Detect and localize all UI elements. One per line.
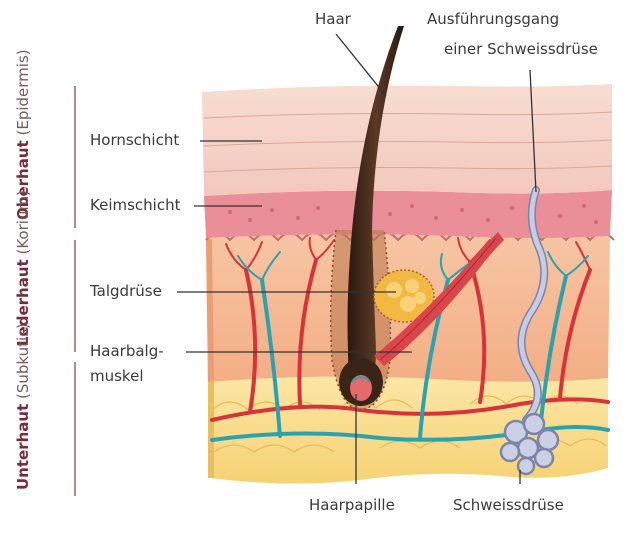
label-ausfuehrungsgang-1: Ausführungsgang — [427, 10, 559, 28]
label-haarpapille: Haarpapille — [309, 496, 395, 514]
hornschicht-layer — [202, 84, 612, 196]
label-talgdruese: Talgdrüse — [90, 282, 162, 300]
label-keimschicht: Keimschicht — [90, 196, 180, 214]
layer-unterhaut-name: Unterhaut — [14, 404, 32, 490]
label-haarbalg-1: Haarbalg- — [90, 342, 164, 360]
hair-papilla — [350, 375, 372, 401]
layer-unterhaut-sub: (Subkutis) — [14, 323, 32, 399]
label-schweissdruese: Schweissdrüse — [453, 496, 564, 514]
keimschicht-layer — [204, 190, 612, 238]
label-ausfuehrungsgang-2: einer Schweissdrüse — [444, 40, 598, 58]
layer-oberhaut-sub: (Epidermis) — [14, 49, 32, 135]
layer-unterhaut: Unterhaut (Subkutis) — [14, 323, 32, 490]
label-haarbalg-2: muskel — [90, 367, 143, 385]
label-hornschicht: Hornschicht — [90, 131, 179, 149]
label-haar: Haar — [315, 10, 351, 28]
layer-lederhaut-sub: (Korium) — [14, 190, 32, 254]
